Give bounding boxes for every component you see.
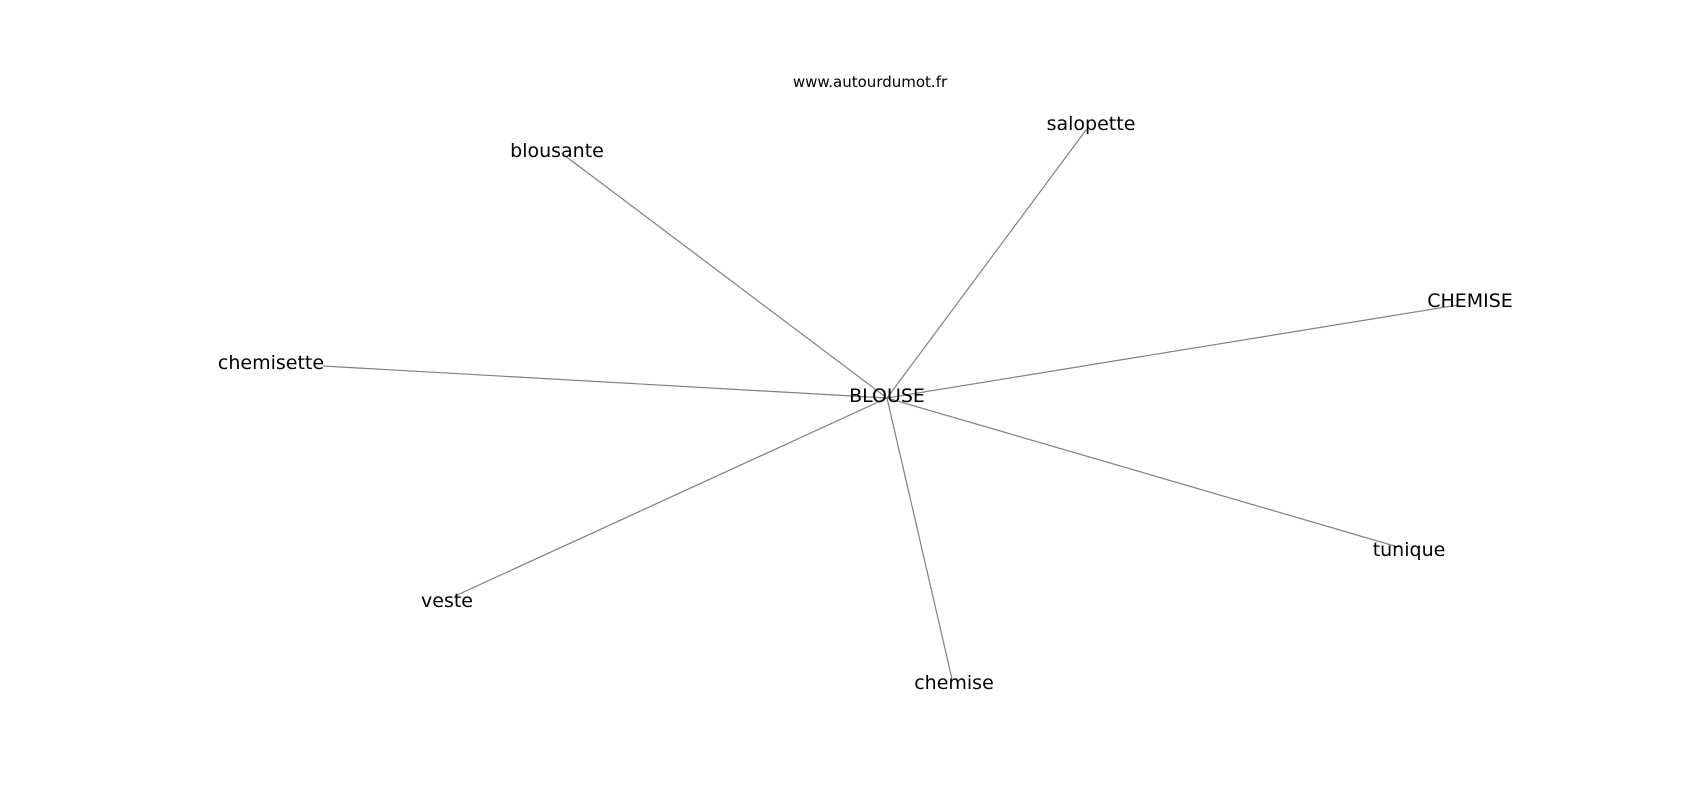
edge-chemise xyxy=(886,397,953,680)
edge-salopette xyxy=(886,129,1087,399)
node-label-chemisette[interactable]: chemisette xyxy=(217,352,325,374)
node-label-chemise[interactable]: CHEMISE xyxy=(1427,290,1513,312)
center-node-label[interactable]: BLOUSE xyxy=(849,385,925,407)
node-label-salopette[interactable]: salopette xyxy=(1046,113,1136,135)
node-label-tunique[interactable]: tunique xyxy=(1372,539,1446,561)
edge-chemise xyxy=(886,304,1459,399)
edge-tunique xyxy=(886,397,1399,548)
source-title: www.autourdumot.fr xyxy=(792,73,948,91)
edge-veste xyxy=(454,397,888,597)
node-label-chemise[interactable]: chemise xyxy=(914,672,994,694)
node-label-blousante[interactable]: blousante xyxy=(510,140,604,162)
edge-blousante xyxy=(563,154,888,399)
edge-chemisette xyxy=(322,365,888,399)
node-label-veste[interactable]: veste xyxy=(421,590,473,612)
